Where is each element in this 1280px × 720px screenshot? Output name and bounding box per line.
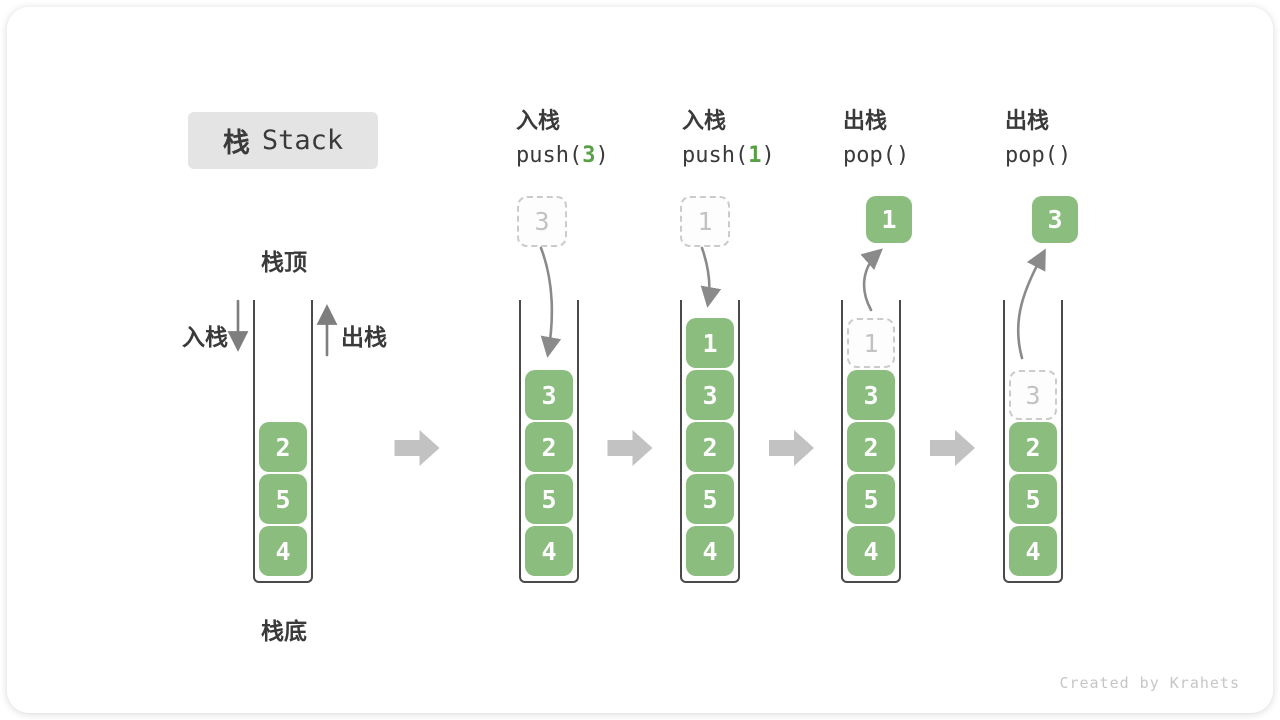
operation-header: 出栈 pop() <box>1005 103 1071 173</box>
stack-bottom-label: 栈底 <box>261 618 307 644</box>
stack-block: 4 <box>847 526 895 576</box>
next-state-arrow-icon <box>607 430 653 466</box>
operation-header: 入栈 push(3) <box>516 103 609 173</box>
next-state-arrow-icon <box>930 430 975 466</box>
stack-container <box>1003 300 1063 583</box>
operation-name-zh: 出栈 <box>843 108 888 133</box>
incoming-element: 3 <box>517 196 567 247</box>
incoming-element: 1 <box>680 196 730 247</box>
operation-code: push(3) <box>516 143 609 168</box>
operation-arg: 3 <box>582 143 596 168</box>
diagram-title: 栈 Stack <box>188 112 378 169</box>
operation-code: push(1) <box>682 143 775 168</box>
stack-block: 5 <box>259 474 307 524</box>
stack-block: 5 <box>1009 474 1057 524</box>
stack-block: 5 <box>847 474 895 524</box>
stack-block: 5 <box>686 474 734 524</box>
stack-block: 4 <box>686 526 734 576</box>
stack-block: 2 <box>1009 422 1057 472</box>
stack-block: 3 <box>847 370 895 420</box>
operation-code: pop() <box>843 143 910 168</box>
operation-header: 入栈 push(1) <box>682 103 775 173</box>
stack-block: 4 <box>259 526 307 576</box>
stack-block: 3 <box>686 370 734 420</box>
stack-top-label: 栈顶 <box>261 249 307 275</box>
push-motion-arrow <box>700 246 722 308</box>
operation-arg: 1 <box>748 143 762 168</box>
stack-block: 5 <box>525 474 573 524</box>
stack-block: 2 <box>259 422 307 472</box>
ghost-block: 3 <box>1009 370 1057 420</box>
stack-block: 2 <box>525 422 573 472</box>
ghost-block: 1 <box>847 318 895 368</box>
title-en: Stack <box>261 125 344 156</box>
stack-block: 4 <box>1009 526 1057 576</box>
stack-block: 2 <box>847 422 895 472</box>
next-state-arrow-icon <box>394 430 440 466</box>
stack-block: 3 <box>525 370 573 420</box>
stack-container <box>253 300 313 583</box>
watermark: Created by Krahets <box>1059 674 1240 692</box>
title-zh: 栈 <box>222 128 250 158</box>
push-side-label: 入栈 <box>182 324 228 350</box>
stack-container <box>841 300 901 583</box>
operation-name-zh: 入栈 <box>516 108 561 133</box>
operation-name-zh: 入栈 <box>682 108 727 133</box>
stack-block: 1 <box>686 318 734 368</box>
operation-header: 出栈 pop() <box>843 103 909 173</box>
stack-block: 2 <box>686 422 734 472</box>
popped-element: 3 <box>1032 196 1078 243</box>
pop-side-label: 出栈 <box>341 324 387 350</box>
stack-container <box>519 300 579 583</box>
stack-block: 4 <box>525 526 573 576</box>
operation-name-zh: 出栈 <box>1005 108 1050 133</box>
stack-container <box>680 300 740 583</box>
next-state-arrow-icon <box>769 430 814 466</box>
popped-element: 1 <box>866 196 912 243</box>
operation-code: pop() <box>1005 143 1072 168</box>
